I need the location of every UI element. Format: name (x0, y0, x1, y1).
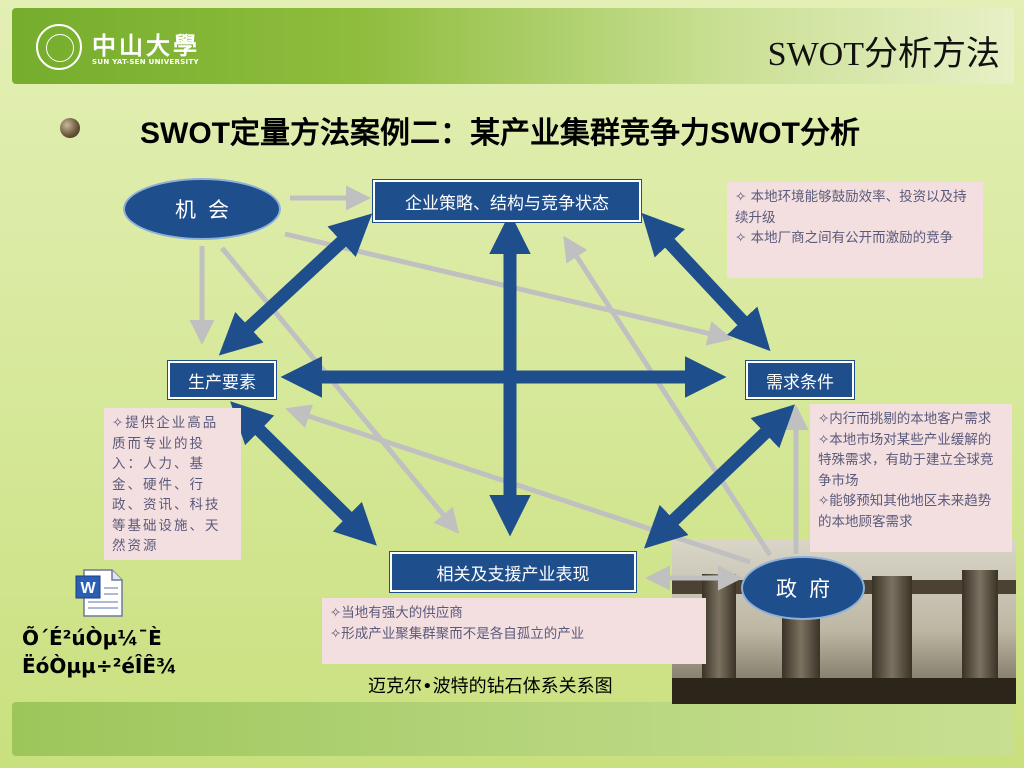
arrow-government-strategy (563, 235, 773, 557)
note-strategy-item: ✧ 本地厂商之间有公开而激励的竞争 (735, 230, 954, 246)
word-document-icon[interactable]: W (74, 568, 126, 618)
embedded-document-label-line: ËóÒµµ÷²éÎÊ¾ (22, 654, 177, 678)
arrow-factor-related (230, 401, 377, 546)
note-demand-item: ✧内行而挑剔的本地客户需求 (818, 411, 992, 427)
node-strategy: 企业策略、结构与竞争状态 (373, 180, 641, 222)
university-seal-icon (36, 24, 82, 70)
slide-title: SWOT定量方法案例二：某产业集群竞争力SWOT分析 (140, 117, 860, 150)
node-opportunity: 机会 (123, 178, 281, 240)
arrow-strategy-demand (641, 212, 771, 352)
node-demand: 需求条件 (746, 361, 854, 399)
arrow-strategy-factor (218, 213, 373, 356)
svg-text:W: W (80, 580, 96, 597)
note-strategy-item: ✧ 本地环境能够鼓励效率、投资以及持续升级 (735, 189, 967, 226)
logo-english-name: SUN YAT-SEN UNIVERSITY (92, 58, 199, 66)
node-related: 相关及支援产业表现 (390, 552, 636, 592)
note-strategy: ✧ 本地环境能够鼓励效率、投资以及持续升级 ✧ 本地厂商之间有公开而激励的竞争 (727, 182, 983, 278)
node-government: 政府 (741, 556, 865, 620)
diagram-caption: 迈克尔•波特的钻石体系关系图 (368, 676, 613, 697)
note-related-item: ✧形成产业聚集群聚而不是各自孤立的产业 (330, 625, 585, 642)
arrow-government-factor (285, 404, 751, 565)
arrow-demand-related (643, 404, 796, 549)
note-demand: ✧内行而挑剔的本地客户需求 ✧本地市场对某些产业缓解的特殊需求，有助于建立全球竞… (810, 404, 1012, 552)
note-factor: ✧提供企业高品质而专业的投入：人力、基金、硬件、行政、资讯、科技等基础设施、天然… (104, 408, 241, 560)
embedded-document-label[interactable]: Õ´É²úÒµ¼¯È ËóÒµµ÷²éÎÊ¾ (22, 624, 177, 680)
note-related: ✧当地有强大的供应商 ✧形成产业聚集群聚而不是各自孤立的产业 (322, 598, 706, 664)
note-demand-item: ✧本地市场对某些产业缓解的特殊需求，有助于建立全球竞争市场 (818, 431, 994, 489)
university-logo: 中山大學 SUN YAT-SEN UNIVERSITY (36, 24, 206, 76)
bullet-icon (60, 118, 80, 138)
embedded-document-label-line: Õ´É²úÒµ¼¯È (22, 626, 162, 650)
header-band (12, 8, 1014, 84)
note-related-item: ✧当地有强大的供应商 (330, 605, 463, 621)
header-title: SWOT分析方法 (767, 36, 1000, 73)
note-demand-item: ✧能够预知其他地区未来趋势的本地顾客需求 (818, 493, 992, 530)
note-factor-item: ✧提供企业高品质而专业的投入：人力、基金、硬件、行政、资讯、科技等基础设施、天然… (112, 415, 221, 554)
node-factor: 生产要素 (168, 361, 276, 399)
logo-chinese-name: 中山大學 (92, 31, 200, 60)
footer-band (12, 702, 1014, 756)
